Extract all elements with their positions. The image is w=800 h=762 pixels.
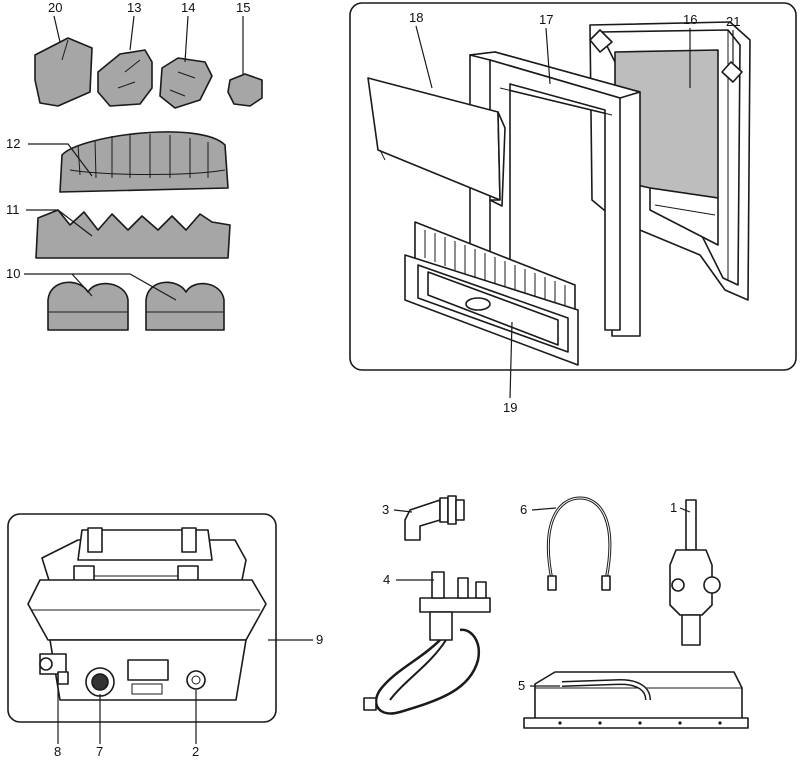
leader-lines bbox=[24, 15, 734, 744]
part-6-thermocouple-lead bbox=[546, 496, 612, 591]
part-10-ceramic-logs-front bbox=[47, 281, 225, 331]
part-12-ceramic-log-top bbox=[59, 131, 229, 193]
label-21: 21 bbox=[726, 14, 740, 29]
label-12: 12 bbox=[6, 136, 20, 151]
label-15: 15 bbox=[236, 0, 250, 15]
label-18: 18 bbox=[409, 10, 423, 25]
label-16: 16 bbox=[683, 12, 697, 27]
label-5: 5 bbox=[518, 678, 525, 693]
label-4: 4 bbox=[383, 572, 390, 587]
label-9: 9 bbox=[316, 632, 323, 647]
part-11-ceramic-log-middle bbox=[35, 209, 231, 259]
label-14: 14 bbox=[181, 0, 195, 15]
part-18-hood bbox=[367, 77, 506, 207]
part-20-coal bbox=[34, 37, 93, 107]
part-15-coal bbox=[227, 73, 263, 107]
part-21-clip bbox=[721, 61, 743, 83]
label-17: 17 bbox=[539, 12, 553, 27]
part-8-valve-fitting bbox=[39, 653, 69, 685]
label-6: 6 bbox=[520, 502, 527, 517]
part-5-burner-bar bbox=[523, 671, 749, 729]
fascia-group-box bbox=[349, 2, 797, 371]
label-7: 7 bbox=[96, 744, 103, 759]
part-2-ignition-button bbox=[186, 670, 206, 690]
part-17-frame bbox=[469, 51, 641, 337]
corner-clip-left bbox=[589, 29, 613, 53]
part-7-control-knob bbox=[85, 667, 115, 697]
label-10: 10 bbox=[6, 266, 20, 281]
label-1: 1 bbox=[670, 500, 677, 515]
label-2: 2 bbox=[192, 744, 199, 759]
label-20: 20 bbox=[48, 0, 62, 15]
label-19: 19 bbox=[503, 400, 517, 415]
part-1-gas-valve bbox=[669, 499, 721, 646]
label-3: 3 bbox=[382, 502, 389, 517]
part-19-fret bbox=[404, 221, 579, 366]
label-8: 8 bbox=[54, 744, 61, 759]
part-14-coal bbox=[159, 57, 213, 109]
label-11: 11 bbox=[6, 202, 20, 217]
part-4-pilot-assembly bbox=[363, 571, 491, 715]
part-3-elbow-connector bbox=[404, 495, 465, 541]
part-13-coal bbox=[97, 49, 153, 107]
chassis-group-box bbox=[7, 513, 277, 723]
label-13: 13 bbox=[127, 0, 141, 15]
part-number-labels: 20 13 14 15 12 11 10 18 17 16 21 19 9 8 … bbox=[6, 0, 740, 759]
part-9-burner-chassis bbox=[27, 527, 267, 701]
